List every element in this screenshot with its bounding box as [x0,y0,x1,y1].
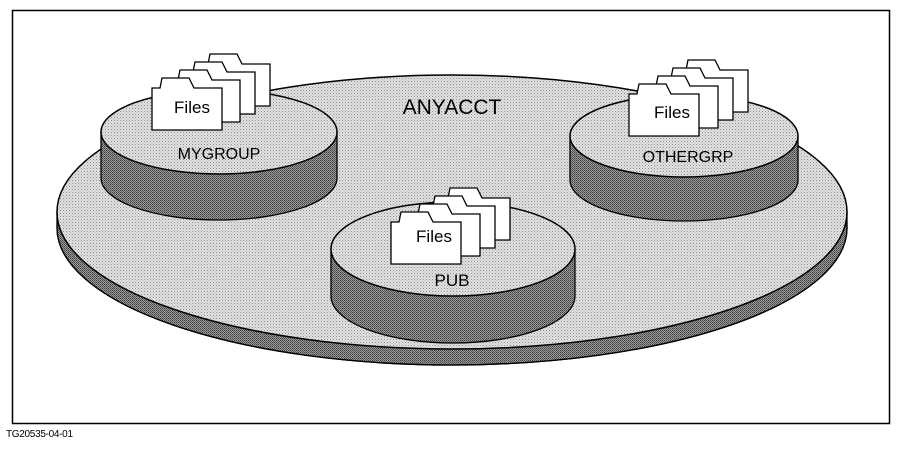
group-label-mygroup: MYGROUP [178,146,261,163]
account-label: ANYACCT [403,96,502,119]
files-label-othergrp: Files [654,103,690,122]
files-label-pub: Files [416,227,452,246]
group-disk-mygroup: Files MYGROUP [100,53,338,221]
group-disk-othergrp: Files OTHERGRP [569,59,799,222]
files-label-mygroup: Files [174,98,210,117]
group-label-othergrp: OTHERGRP [643,149,734,166]
group-disk-pub: Files PUB [330,187,576,344]
group-label-pub: PUB [435,271,470,290]
figure-id: TG20535-04-01 [6,429,73,440]
